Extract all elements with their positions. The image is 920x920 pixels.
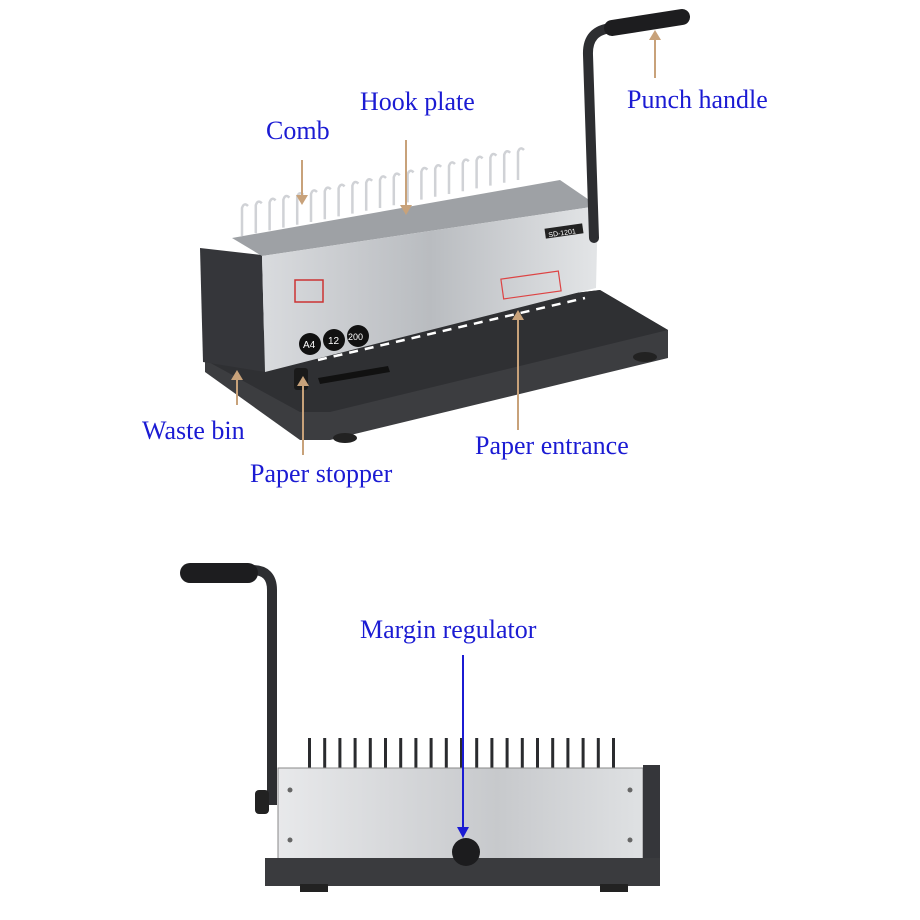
comb-tooth — [378, 175, 387, 208]
label-margin-regulator: Margin regulator — [360, 615, 537, 644]
badge-200-text: 200 — [348, 332, 363, 342]
comb-tooth — [384, 738, 387, 768]
model-tag — [544, 223, 584, 239]
brand-logo — [294, 279, 324, 303]
comb-tooth — [364, 177, 374, 211]
comb-tooth — [536, 738, 539, 768]
handle-grip — [604, 9, 690, 36]
screw — [287, 787, 293, 793]
comb-tooth — [282, 194, 291, 228]
top-view-machine: SD-1201 A4 12 200 — [200, 9, 690, 443]
screw — [627, 837, 633, 843]
comb-tooth — [309, 189, 318, 222]
comb-tooth — [502, 149, 512, 183]
comb-tooth — [429, 738, 433, 768]
warning-label — [500, 270, 562, 300]
left-end-cap — [200, 248, 265, 372]
foot — [633, 352, 657, 362]
badge-a4 — [299, 333, 321, 355]
comb-tooth — [414, 738, 418, 768]
comb-tooth — [406, 169, 415, 203]
comb-tooth — [490, 738, 494, 768]
comb-tooth — [444, 738, 448, 768]
comb-tooth — [566, 738, 570, 768]
label-comb: Comb — [266, 116, 330, 145]
comb-tooth — [351, 180, 360, 214]
margin-regulator-knob — [452, 838, 480, 866]
comb-tooth — [447, 161, 456, 194]
comb-tooth — [323, 738, 327, 768]
comb-tooth — [551, 738, 555, 768]
foot — [600, 884, 628, 892]
badge-200 — [347, 325, 369, 347]
comb-tooth — [520, 738, 524, 768]
foot — [333, 433, 357, 443]
label-paper-stopper: Paper stopper — [250, 459, 393, 488]
comb-tooth — [460, 738, 463, 768]
comb-tooth — [475, 738, 479, 768]
label-punch-handle: Punch handle — [627, 85, 768, 114]
badge-12-text: 12 — [328, 336, 340, 347]
comb-tooth — [489, 152, 498, 186]
paper-guide-dashes — [317, 296, 586, 362]
comb-tooth — [392, 172, 401, 206]
label-paper-entrance: Paper entrance — [475, 431, 629, 460]
comb-tooth — [338, 738, 342, 768]
punch-handle — [582, 15, 685, 243]
model-tag-text: SD-1201 — [548, 228, 576, 239]
comb-tooth — [505, 738, 509, 768]
comb-tooth — [420, 166, 429, 200]
punch-handle-rear — [191, 564, 277, 805]
screw — [287, 837, 293, 843]
comb-tooth — [337, 183, 346, 217]
comb-tooth — [240, 203, 249, 236]
comb-tooth — [516, 147, 525, 180]
top-surface — [232, 180, 598, 256]
label-waste-bin: Waste bin — [142, 416, 245, 445]
handle-grip-rear — [180, 563, 258, 583]
badge-a4-text: A4 — [303, 340, 316, 351]
foot — [300, 884, 328, 892]
stopper-slot — [318, 366, 390, 384]
comb-tooth — [254, 200, 263, 234]
badge-12 — [323, 329, 345, 351]
front-silver-panel — [262, 206, 598, 372]
comb-tooth — [461, 158, 470, 192]
comb-tooth — [353, 738, 357, 768]
comb-tooth — [612, 738, 615, 768]
comb-tooth — [399, 738, 403, 768]
rear-view-machine — [180, 563, 660, 892]
right-end-cap — [643, 765, 660, 860]
paper-stopper-knob — [294, 368, 308, 390]
comb-tooth — [308, 738, 311, 768]
label-hook-plate: Hook plate — [360, 87, 475, 116]
comb-tooth — [596, 738, 600, 768]
comb-tooth — [433, 163, 443, 197]
handle-hub — [255, 790, 269, 814]
comb-tooth — [368, 738, 372, 768]
screw — [627, 787, 633, 793]
spec-badges: A4 12 200 — [299, 325, 369, 355]
comb-teeth-rear — [308, 738, 615, 768]
comb-tooth — [323, 186, 332, 220]
comb-tooth — [581, 738, 585, 768]
comb-tooth — [475, 155, 484, 189]
comb-tooth — [268, 197, 277, 231]
